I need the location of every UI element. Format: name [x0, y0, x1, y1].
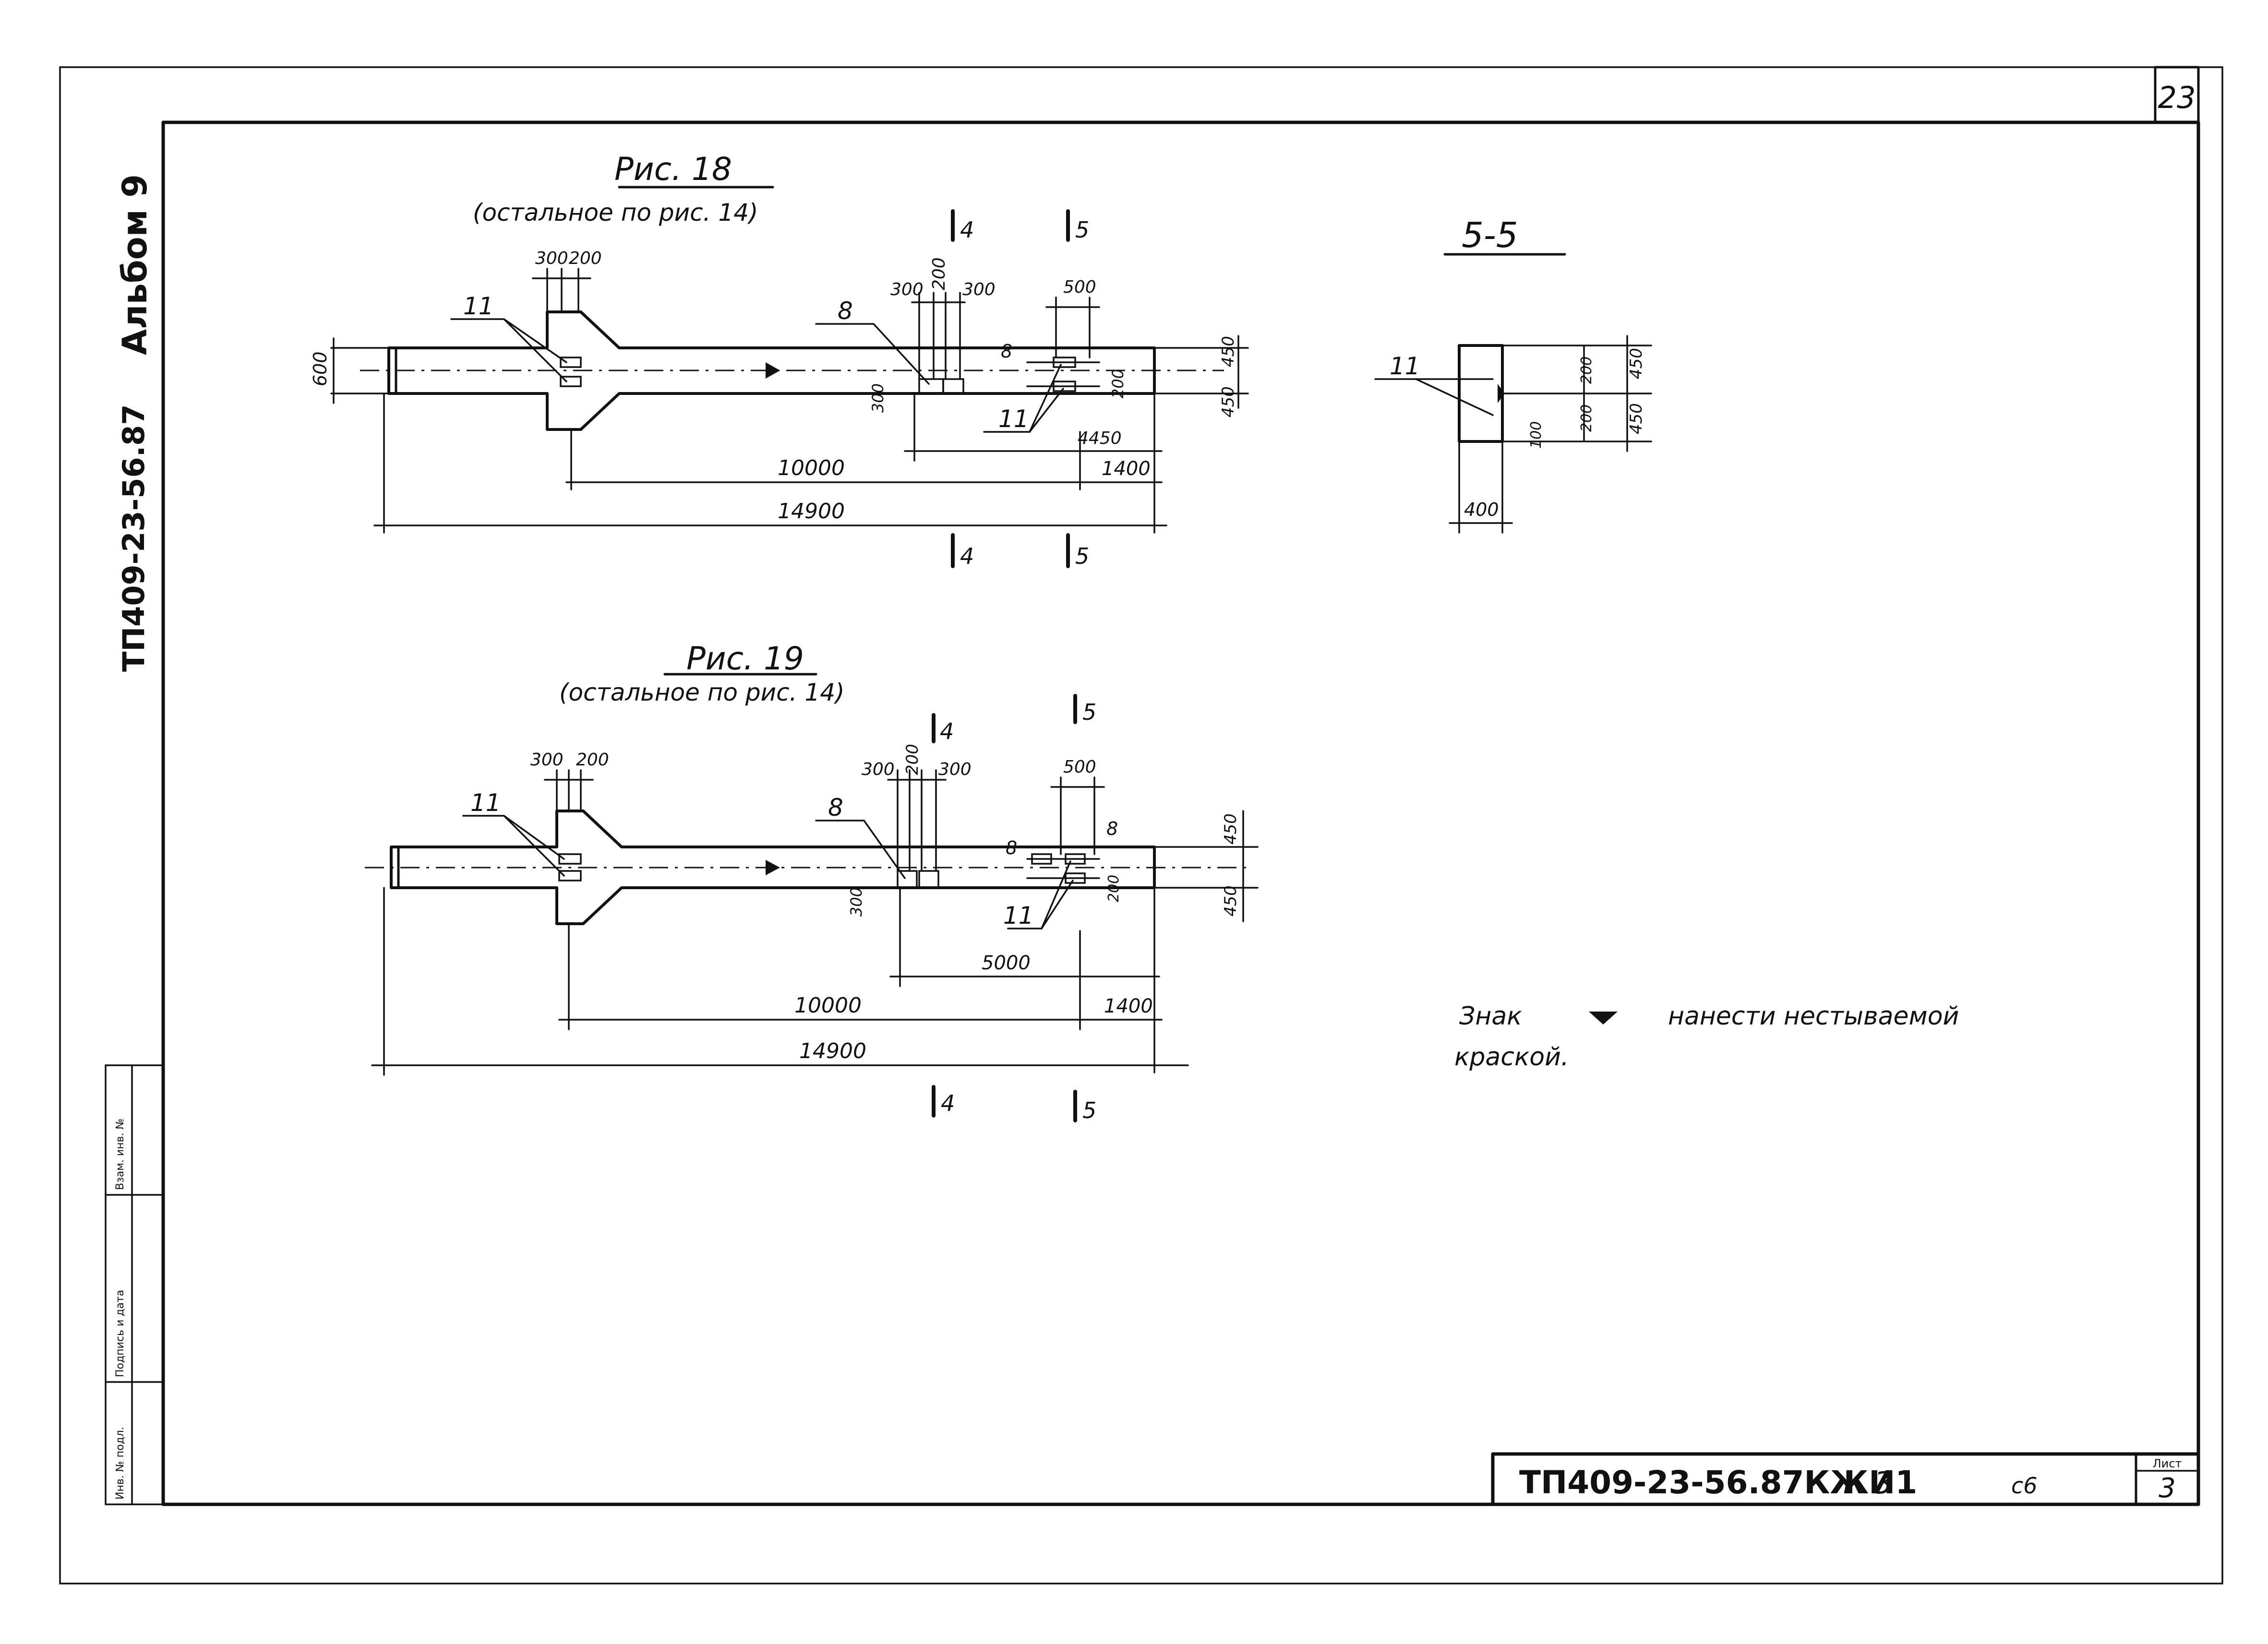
fig19-dim-500: 500	[1063, 757, 1096, 777]
fig19-dim-8-a: 8	[1006, 837, 1017, 858]
series-code-side: ТП409-23-56.87	[116, 405, 151, 672]
stamp-signature-date: Подпись и дата	[114, 1290, 126, 1377]
note-triangle-icon	[1589, 1012, 1618, 1025]
fig19-dim-300-b: 300	[938, 760, 972, 779]
fig19-mark-triangle	[766, 860, 780, 875]
fig18-dim-14900: 14900	[778, 499, 845, 524]
fig19-dim-14900: 14900	[799, 1039, 866, 1063]
page-number: 23	[2158, 80, 2196, 115]
section55-dim-450-a: 450	[1627, 348, 1646, 379]
fig19-dim-5000: 5000	[982, 952, 1031, 974]
fig19-dim-450-a: 450	[1221, 813, 1240, 845]
title-block: ТП409-23-56.87КЖИ1 К 3 с6 Лист 3	[1491, 1452, 2200, 1506]
note-word-sign: Знак	[1459, 1002, 1522, 1031]
fig18-pos11-right: 11	[998, 405, 1029, 433]
title-code: ТП409-23-56.87КЖИ1	[1519, 1464, 1917, 1501]
fig18-subtitle: (остальное по рис. 14)	[473, 199, 758, 226]
fig19-dim-200-right: 200	[1105, 875, 1122, 902]
fig18-cut5-bottom: 5	[1075, 543, 1089, 569]
section55-title: 5-5	[1462, 215, 1518, 255]
fig18-dim-200-mid: 200	[929, 257, 949, 290]
section55-dim-100: 100	[1528, 421, 1545, 449]
title-mark: К 3	[1843, 1465, 1893, 1501]
fig18-dim-600: 600	[310, 351, 331, 386]
note-line2: краской.	[1454, 1043, 1569, 1072]
fig18-pos8: 8	[838, 297, 853, 325]
fig19-dim-200-left: 200	[576, 750, 609, 770]
fig18-dim-300-vert: 300	[869, 383, 887, 413]
note-line1: нанести нестываемой	[1668, 1002, 1959, 1031]
section55-pos11: 11	[1390, 352, 1420, 380]
stamp-inv-orig: Инв. № подл.	[114, 1427, 126, 1500]
fig18-dim-8-a: 8	[1001, 341, 1012, 362]
fig19-dim-8-b: 8	[1106, 818, 1118, 839]
sheet-label: Лист	[2153, 1457, 2182, 1470]
fig19-cut5-bottom: 5	[1082, 1097, 1096, 1123]
fig19-dim-450-b: 450	[1221, 885, 1240, 917]
fig19-cut4-top: 4	[940, 718, 954, 744]
fig18-dim-10000: 10000	[778, 456, 845, 480]
fig19-pos11-left: 11	[470, 789, 501, 817]
fig18-dim-200-right: 200	[1109, 369, 1127, 398]
section55-dim-400: 400	[1464, 499, 1499, 520]
fig19-cut5-top: 5	[1082, 699, 1096, 725]
section55-dim-450-b: 450	[1627, 403, 1646, 434]
figure-18: Рис. 18 (остальное по рис. 14) 11 8 11 3…	[310, 151, 1249, 569]
fig18-cut4-bottom: 4	[960, 543, 974, 569]
fig18-dim-300-a: 300	[890, 280, 924, 299]
fig19-pos11-right: 11	[1003, 902, 1034, 929]
fig18-pos11-left: 11	[463, 292, 494, 320]
sheet-number: 3	[2159, 1473, 2176, 1504]
fig18-cut4-top: 4	[960, 217, 974, 243]
fig19-title: Рис. 19	[686, 640, 804, 677]
inner-frame	[161, 120, 2200, 1506]
fig18-cut5-top: 5	[1075, 217, 1089, 243]
fig18-dim-300-left: 300	[535, 249, 568, 268]
section-5-5: 5-5 11 450 450 200 200 100 400	[1374, 215, 1652, 534]
fig19-subtitle: (остальное по рис. 14)	[559, 679, 845, 706]
fig18-dim-4450: 4450	[1078, 429, 1122, 448]
fig18-dim-450-a: 450	[1219, 336, 1238, 367]
fig18-dim-1400: 1400	[1102, 458, 1151, 480]
fig19-dim-300-left: 300	[530, 750, 564, 770]
page-number-box	[2154, 66, 2200, 124]
fig18-mark-triangle	[766, 362, 780, 379]
fig19-dim-300-a: 300	[862, 760, 895, 779]
fig19-cut4-bottom: 4	[941, 1090, 955, 1116]
section55-dim-200-b: 200	[1578, 405, 1595, 432]
outer-frame	[59, 66, 2223, 1584]
fig19-dim-10000: 10000	[794, 993, 862, 1018]
note: Знак нанести нестываемой краской.	[1454, 1002, 1959, 1072]
fig19-dim-1400: 1400	[1104, 995, 1153, 1017]
title-page-ref: с6	[2011, 1473, 2038, 1499]
section55-outline	[1458, 344, 1504, 443]
section55-dim-200-a: 200	[1578, 357, 1595, 384]
fig18-dim-500: 500	[1063, 277, 1096, 297]
fig19-dim-300-vert: 300	[847, 887, 865, 917]
figure-19: Рис. 19 (остальное по рис. 14) 11 8 11 3…	[365, 640, 1259, 1123]
side-stamp: Инв. № подл. Подпись и дата Взам. инв. №	[105, 1064, 164, 1505]
fig18-dim-300-b: 300	[962, 280, 996, 299]
fig19-pos8: 8	[828, 794, 843, 822]
fig18-dim-450-b: 450	[1219, 386, 1238, 417]
fig18-title: Рис. 18	[614, 151, 732, 188]
stamp-replaced-inv: Взам. инв. №	[114, 1119, 126, 1190]
album-label: Альбом 9	[115, 174, 155, 355]
fig19-dim-200-mid: 200	[903, 744, 922, 775]
fig18-dim-200-left: 200	[569, 249, 602, 268]
